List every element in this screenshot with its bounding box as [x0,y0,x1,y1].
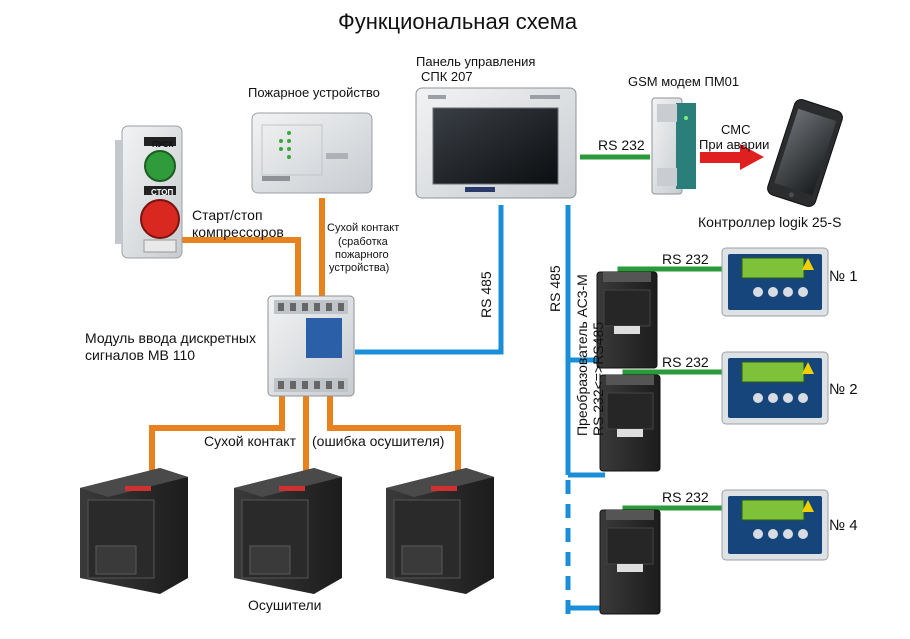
converter-2 [599,374,661,472]
fire-contact-label-4: устройства) [329,262,390,274]
dryer-1-wire [149,395,285,475]
smartphone [767,99,843,207]
sms-arrow [700,144,764,170]
dry-contact-wires [149,198,461,478]
converter-1 [596,271,658,369]
dryer-1 [80,468,188,594]
converter-4 [599,509,661,615]
fire-contact-label-2: (сработка [338,236,388,248]
controller-1 [721,247,829,317]
controller-number-1: № 1 [829,268,858,285]
dryer-2 [234,468,342,594]
controller-label: Контроллер logik 25-S [698,214,842,230]
converter-label-1: Преобразователь АС3-М [574,274,590,436]
module-label: Модуль ввода дискретных [85,330,256,346]
dry-contact-label: Сухой контакт [204,433,296,449]
start-stop-wire [182,237,301,300]
fire-contact-label-1: Сухой контакт [327,222,400,234]
fire-device [251,112,373,194]
controller-number-4: № 4 [829,517,858,534]
rs232-label-2: RS 232 [662,354,709,370]
gsm-modem-label: GSM модем ПМ01 [628,74,740,89]
fire-device-label: Пожарное устройство [248,85,380,100]
spk-207-panel [415,87,577,199]
controller-number-2: № 2 [829,381,858,398]
fire-contact-label-3: пожарного [335,249,389,261]
dryer-3 [386,468,494,594]
stop-button-label: СТОП [151,188,174,197]
sms-label: СМС [721,122,751,137]
rs485-module-link [355,205,504,355]
rs232-label-1: RS 232 [662,251,709,267]
start-stop-label-2: компрессоров [192,224,284,240]
rs485-wires [355,205,605,620]
panel-label: Панель управления [416,54,536,69]
controller-4 [721,489,829,561]
rs485-bus-label: RS 485 [547,265,563,312]
dryers-label: Осушители [248,597,322,613]
diagram-title: Функциональная схема [338,9,578,34]
start-button-label: ПУСК [152,140,174,149]
dryer-error-label: (ошибка осушителя) [312,433,445,449]
rs232-gsm-label: RS 232 [598,137,645,153]
rs232-label-4: RS 232 [662,489,709,505]
start-stop-label: Старт/стоп [192,207,263,223]
gsm-modem [651,97,696,195]
dryer-3-wire [327,395,461,475]
converter-label-2: RS 232<=>RS485 [590,321,606,436]
panel-model-label: СПК 207 [421,69,473,84]
controller-2 [721,351,829,425]
module-label-2: сигналов МВ 110 [85,347,196,363]
sms-note-label: При аварии [699,137,770,152]
start-stop-button-box [115,125,183,259]
rs485-panel-label: RS 485 [478,271,494,318]
mv-110-module [267,295,355,397]
